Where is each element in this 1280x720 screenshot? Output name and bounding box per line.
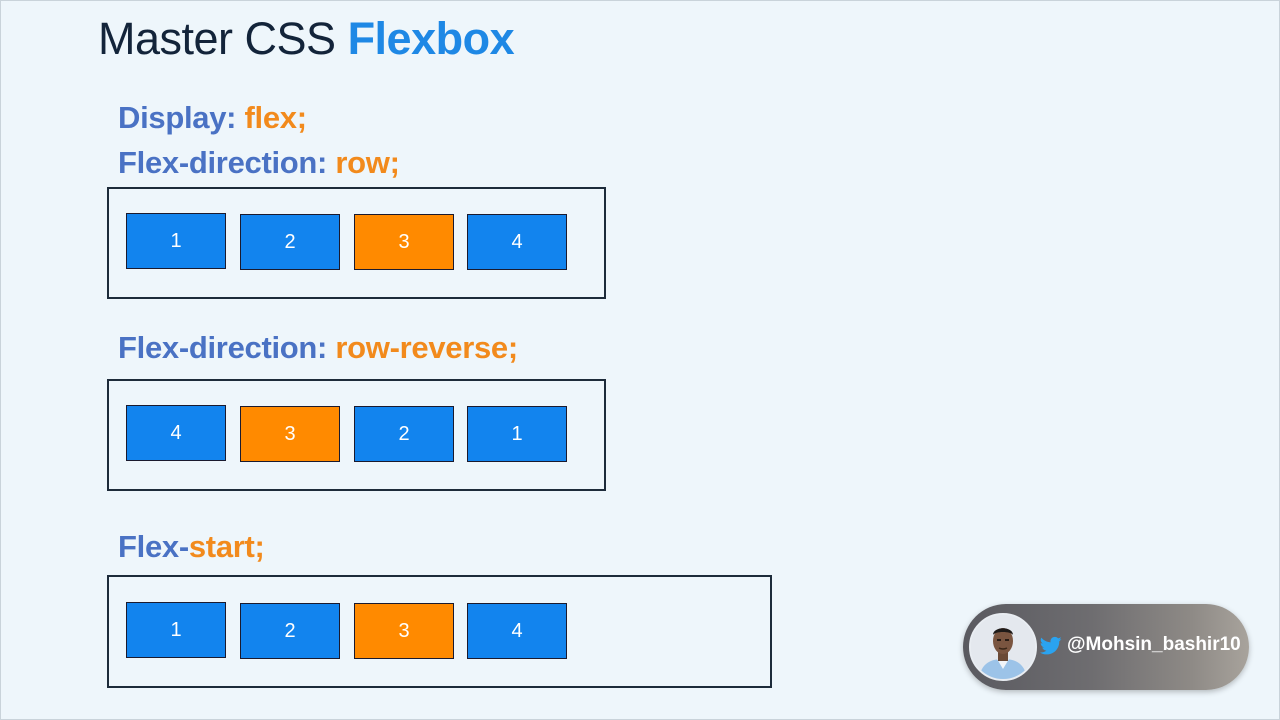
slide-title: Master CSS Flexbox [98, 13, 515, 65]
flex-item: 4 [467, 214, 567, 270]
twitter-handle[interactable]: @Mohsin_bashir10 [1067, 634, 1241, 655]
css-property: Flex-direction: [118, 330, 336, 365]
css-rule-flex-start: Flex-start; [118, 529, 265, 565]
flex-item: 3 [354, 603, 454, 659]
css-rule-flex-direction-row-reverse: Flex-direction: row-reverse; [118, 330, 518, 366]
avatar-portrait-icon [971, 615, 1035, 679]
flex-item: 4 [467, 603, 567, 659]
css-value: row; [335, 145, 400, 180]
css-rule-display: Display: flex; [118, 100, 307, 136]
twitter-bird-icon [1040, 636, 1062, 655]
avatar [969, 613, 1037, 681]
flex-container-row: 1 2 3 4 [107, 187, 606, 299]
css-property: Flex-direction: [118, 145, 336, 180]
flex-item: 1 [126, 602, 226, 658]
social-handle-badge[interactable]: @Mohsin_bashir10 [963, 604, 1249, 690]
css-property: Display: [118, 100, 245, 135]
flex-item: 3 [240, 406, 340, 462]
title-prefix: Master CSS [98, 13, 348, 64]
css-property: Flex- [118, 529, 189, 564]
flex-item: 1 [126, 213, 226, 269]
css-value: row-reverse; [335, 330, 518, 365]
flex-item: 1 [467, 406, 567, 462]
flex-item: 2 [240, 603, 340, 659]
css-rule-flex-direction-row: Flex-direction: row; [118, 145, 400, 181]
flex-container-flex-start: 1 2 3 4 [107, 575, 772, 688]
flex-container-row-reverse: 4 3 2 1 [107, 379, 606, 491]
title-accent: Flexbox [347, 13, 515, 64]
flex-item: 3 [354, 214, 454, 270]
flex-item: 2 [354, 406, 454, 462]
css-value: flex; [244, 100, 308, 135]
css-value: start; [188, 529, 265, 564]
flex-item: 4 [126, 405, 226, 461]
flex-item: 2 [240, 214, 340, 270]
